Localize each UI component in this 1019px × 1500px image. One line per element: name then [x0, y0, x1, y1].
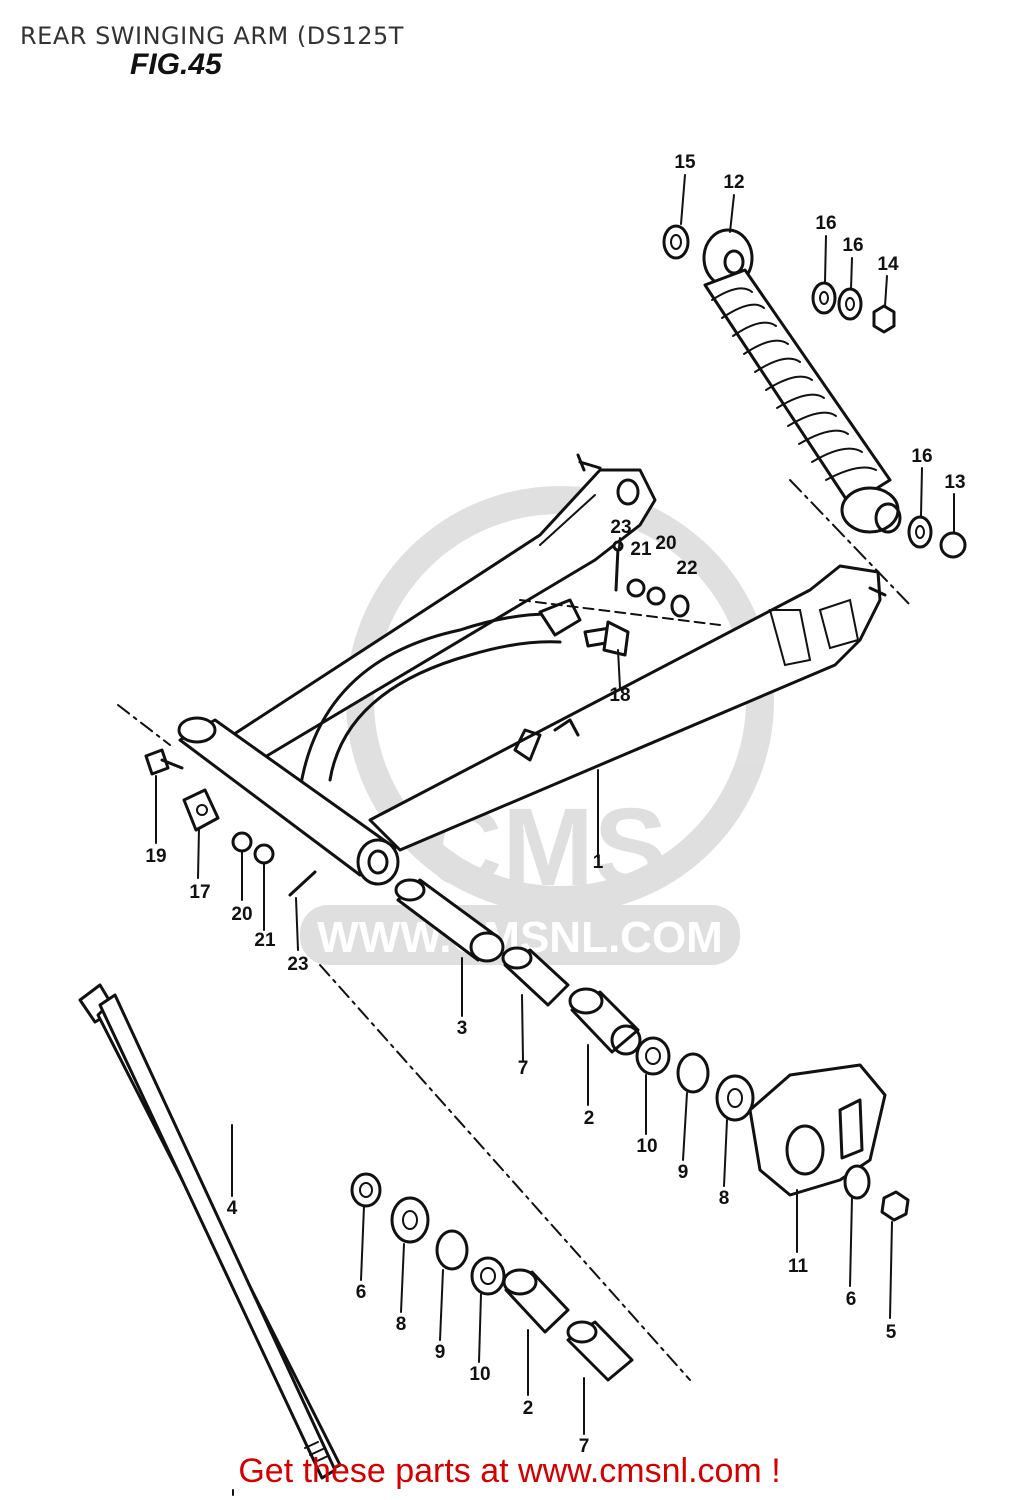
callout-20-lower: 20: [231, 904, 252, 925]
callout-9-upper: 9: [678, 1162, 689, 1183]
callout-21-lower: 21: [254, 930, 276, 951]
pin-23-upper: [612, 540, 624, 592]
washer-8-lower: [390, 1196, 430, 1244]
washer-22: [670, 594, 690, 618]
callout-16b: 16: [842, 235, 863, 256]
callout-19: 19: [145, 846, 166, 867]
spacer-2-upper: [568, 987, 642, 1056]
bolt-19: [144, 748, 184, 776]
washer-15: [662, 224, 690, 260]
pin-23-lower: [288, 870, 317, 897]
callout-15: 15: [674, 152, 696, 173]
washer-16a: [811, 281, 837, 315]
callout-12: 12: [723, 172, 744, 193]
plate-17: [182, 788, 220, 832]
washer-8-upper: [715, 1074, 755, 1122]
washer-6-right: [843, 1164, 871, 1200]
callout-4: 4: [227, 1198, 238, 1219]
callout-10-upper: 10: [636, 1136, 657, 1157]
leader-lines: [155, 174, 955, 1496]
callout-17: 17: [189, 882, 210, 903]
shock-absorber: [702, 228, 911, 606]
figure-number: FIG.45: [130, 48, 222, 81]
washer-16b: [837, 287, 863, 321]
nut-20-upper: [646, 586, 666, 606]
callout-21-upper: 21: [630, 539, 652, 560]
bearing-7-lower: [566, 1320, 634, 1382]
callout-1: 1: [593, 852, 604, 873]
page-title: REAR SWINGING ARM (DS125T: [20, 22, 404, 50]
spacer-2-lower: [502, 1268, 570, 1334]
callout-13: 13: [944, 472, 965, 493]
nut-5: [880, 1190, 910, 1222]
callout-11: 11: [788, 1256, 809, 1277]
callout-7-lower: 7: [579, 1436, 590, 1457]
o-ring-9-lower: [435, 1229, 469, 1271]
nut-13: [939, 531, 967, 559]
swinging-arm: [117, 453, 887, 1381]
callout-7-upper: 7: [518, 1058, 529, 1079]
callout-16c: 16: [911, 446, 932, 467]
washer-10-upper: [635, 1036, 671, 1076]
bolt-18: [583, 620, 630, 657]
washer-16c: [907, 515, 933, 549]
callout-9-lower: 9: [435, 1342, 446, 1363]
callout-22: 22: [676, 558, 697, 579]
callout-23-upper: 23: [610, 517, 631, 538]
bearing-7-upper: [501, 946, 570, 1007]
bushing-3: [394, 878, 505, 963]
callout-8-upper: 8: [719, 1188, 730, 1209]
callout-14: 14: [877, 254, 899, 275]
nut-21-upper: [626, 578, 646, 598]
callout-3: 3: [457, 1018, 468, 1039]
footer-promo-link[interactable]: Get these parts at www.cmsnl.com !: [238, 1452, 781, 1490]
callout-labels: 15 12 16 16 14 16 13 23 21 20 22 18 1 19…: [145, 152, 965, 1457]
callout-23-lower: 23: [287, 954, 308, 975]
callout-2-upper: 2: [584, 1108, 595, 1129]
nut-20-lower: [231, 831, 253, 853]
callout-8-lower: 8: [396, 1314, 407, 1335]
callout-18: 18: [609, 685, 630, 706]
callout-5: 5: [886, 1322, 897, 1343]
callout-16a: 16: [815, 213, 836, 234]
o-ring-9-upper: [676, 1052, 710, 1094]
callout-6-lower: 6: [356, 1282, 367, 1303]
washer-6-lower: [350, 1172, 382, 1208]
washer-10-lower: [470, 1256, 506, 1296]
nut-21-lower: [253, 843, 275, 865]
callout-20-upper: 20: [655, 533, 676, 554]
chain-adjuster-11: [748, 1063, 887, 1197]
axle-bolt-4: [78, 983, 342, 1480]
nut-14: [872, 304, 896, 334]
callout-10-lower: 10: [469, 1364, 490, 1385]
callout-2-lower: 2: [523, 1398, 534, 1419]
callout-6-right: 6: [846, 1289, 857, 1310]
